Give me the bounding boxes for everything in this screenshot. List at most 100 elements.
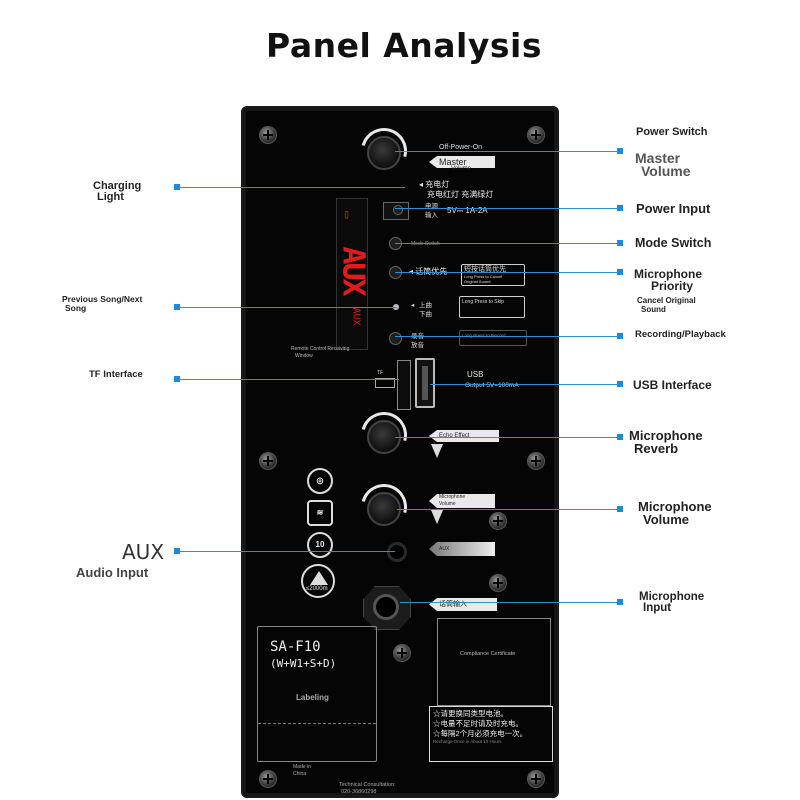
leader-dot-usb [617, 381, 623, 387]
cancel-original-cn: 短按话筒优先 [464, 266, 506, 273]
label-tf-interface: TF Interface [89, 369, 143, 380]
label-usb-interface: USB Interface [633, 378, 712, 392]
echo-effect-tag: Echo Effect [429, 430, 499, 442]
microphone-volume-knob[interactable] [367, 492, 401, 526]
leader-dot-charging-light [174, 184, 180, 190]
leader-mode-switch [395, 243, 622, 244]
screw-icon [489, 512, 507, 530]
usb-port-inner [422, 366, 428, 400]
product-label: SA-F10 (W+W1+S+D) Labeling [257, 626, 377, 762]
leader-mic-volume [397, 509, 622, 510]
screw-icon [259, 452, 277, 470]
recording-playback-button[interactable] [389, 332, 402, 345]
screw-icon [489, 574, 507, 592]
led-display: ▯ AUX AUX [335, 198, 371, 350]
power-input-hole [393, 205, 403, 215]
ccc-cert-icon: ◎ [307, 468, 333, 494]
leader-dot-mode-switch [617, 240, 623, 246]
leader-dot-master-volume [617, 148, 623, 154]
model-variant: (W+W1+S+D) [270, 657, 337, 670]
leader-mic-priority [395, 272, 622, 273]
mode-switch-tag: Mode Switch [411, 241, 440, 247]
warn-line-4: Recharge Once in About 10 Hours [433, 739, 502, 744]
label-power-input: Power Input [636, 201, 711, 216]
power-spec: 5V⎓ 1A-2A [447, 206, 488, 215]
leader-power-input [395, 208, 622, 209]
label-audio-input: Audio Input [76, 565, 149, 580]
screw-icon [527, 126, 545, 144]
remote-window-label: Remote Control Receiving [291, 346, 350, 352]
echo-down-arrow-icon [431, 444, 443, 458]
display-text: AUX [335, 246, 371, 295]
off-power-on-tag: Off-Power-On [439, 144, 483, 151]
warn-line-3: ☆每隔2个月必须充电一次。 [433, 729, 528, 738]
leader-dot-tf [174, 376, 180, 382]
leader-aux [177, 551, 395, 552]
long-press-record-box: Long Press to Record [459, 330, 527, 346]
leader-dot-mic-input [617, 599, 623, 605]
display-mode: AUX [350, 307, 362, 326]
leader-dot-aux [174, 548, 180, 554]
mic-volume-down-arrow-icon [431, 510, 443, 524]
label-aux: AUX [122, 540, 165, 564]
playback-cn: 放音 [411, 342, 424, 349]
recycle-10-icon: 10 [307, 532, 333, 558]
battery-icon: ▯ [343, 207, 351, 221]
leader-tf [177, 379, 399, 380]
leader-prev-next [177, 307, 397, 308]
label-power-switch: Power Switch [636, 126, 708, 138]
warn-line-2: ☆电量不足时请及时充电。 [433, 719, 523, 728]
screw-icon [393, 644, 411, 662]
leader-master-volume [395, 151, 622, 152]
battery-warning: ☆请更换同类型电池。 ☆电量不足时请及时充电。 ☆每隔2个月必须充电一次。 Re… [429, 706, 553, 762]
altitude-icon: ≤2000m [301, 564, 335, 598]
microphone-input-jack[interactable] [373, 594, 399, 620]
next-cn: 下曲 [419, 311, 432, 318]
cancel-original-box: 短按话筒优先 Long Press to Cancel Original Sou… [461, 264, 525, 286]
leader-mic-input [400, 602, 622, 603]
mic-input-tag: 话筒输入 [429, 598, 497, 611]
tf-card-slot[interactable] [397, 360, 411, 410]
master-volume-tag: Master [429, 156, 495, 168]
charge-light-cn-1: ◂ 充电灯 [419, 180, 450, 189]
labeling-text: Labeling [296, 693, 329, 702]
leader-charging-light [177, 187, 405, 188]
aux-jack[interactable] [387, 542, 407, 562]
tech-phone: 020-36860298 [341, 789, 377, 795]
compliance-text: Compliance Certificate [460, 651, 516, 657]
leader-recording [395, 336, 622, 337]
volume-tag: Volume [451, 166, 472, 172]
label-divider [258, 723, 376, 724]
usb-output-spec: Output 5V=100mA [465, 382, 519, 389]
leader-dot-recording [617, 333, 623, 339]
mountain-icon [310, 571, 328, 585]
charge-light-cn-2: 充电红灯 充满绿灯 [427, 190, 494, 199]
altitude-text: ≤2000m [306, 586, 328, 592]
long-press-skip-box: Long Press to Skip [459, 296, 525, 318]
screw-icon [527, 452, 545, 470]
remote-window-label-2: Window [295, 353, 313, 359]
master-volume-knob[interactable] [367, 136, 401, 170]
speaker-control-panel: Off-Power-On Master Volume ◂ 充电灯 充电红灯 充满… [241, 106, 559, 798]
page-title: Panel Analysis [266, 26, 542, 65]
made-in-2: China [293, 771, 307, 777]
model-number: SA-F10 [270, 639, 321, 655]
warn-line-1: ☆请更换同类型电池。 [433, 709, 508, 718]
prev-cn: 上曲 [419, 302, 432, 309]
leader-mic-reverb [395, 437, 622, 438]
usb-port[interactable] [415, 358, 435, 408]
leader-dot-mic-volume [617, 506, 623, 512]
leader-dot-prev-next [174, 304, 180, 310]
aux-tag: AUX [429, 542, 495, 556]
tech-consult-label: Technical Consultation: [339, 782, 396, 788]
tf-label: TF [377, 370, 384, 376]
usb-label: USB [467, 370, 484, 379]
